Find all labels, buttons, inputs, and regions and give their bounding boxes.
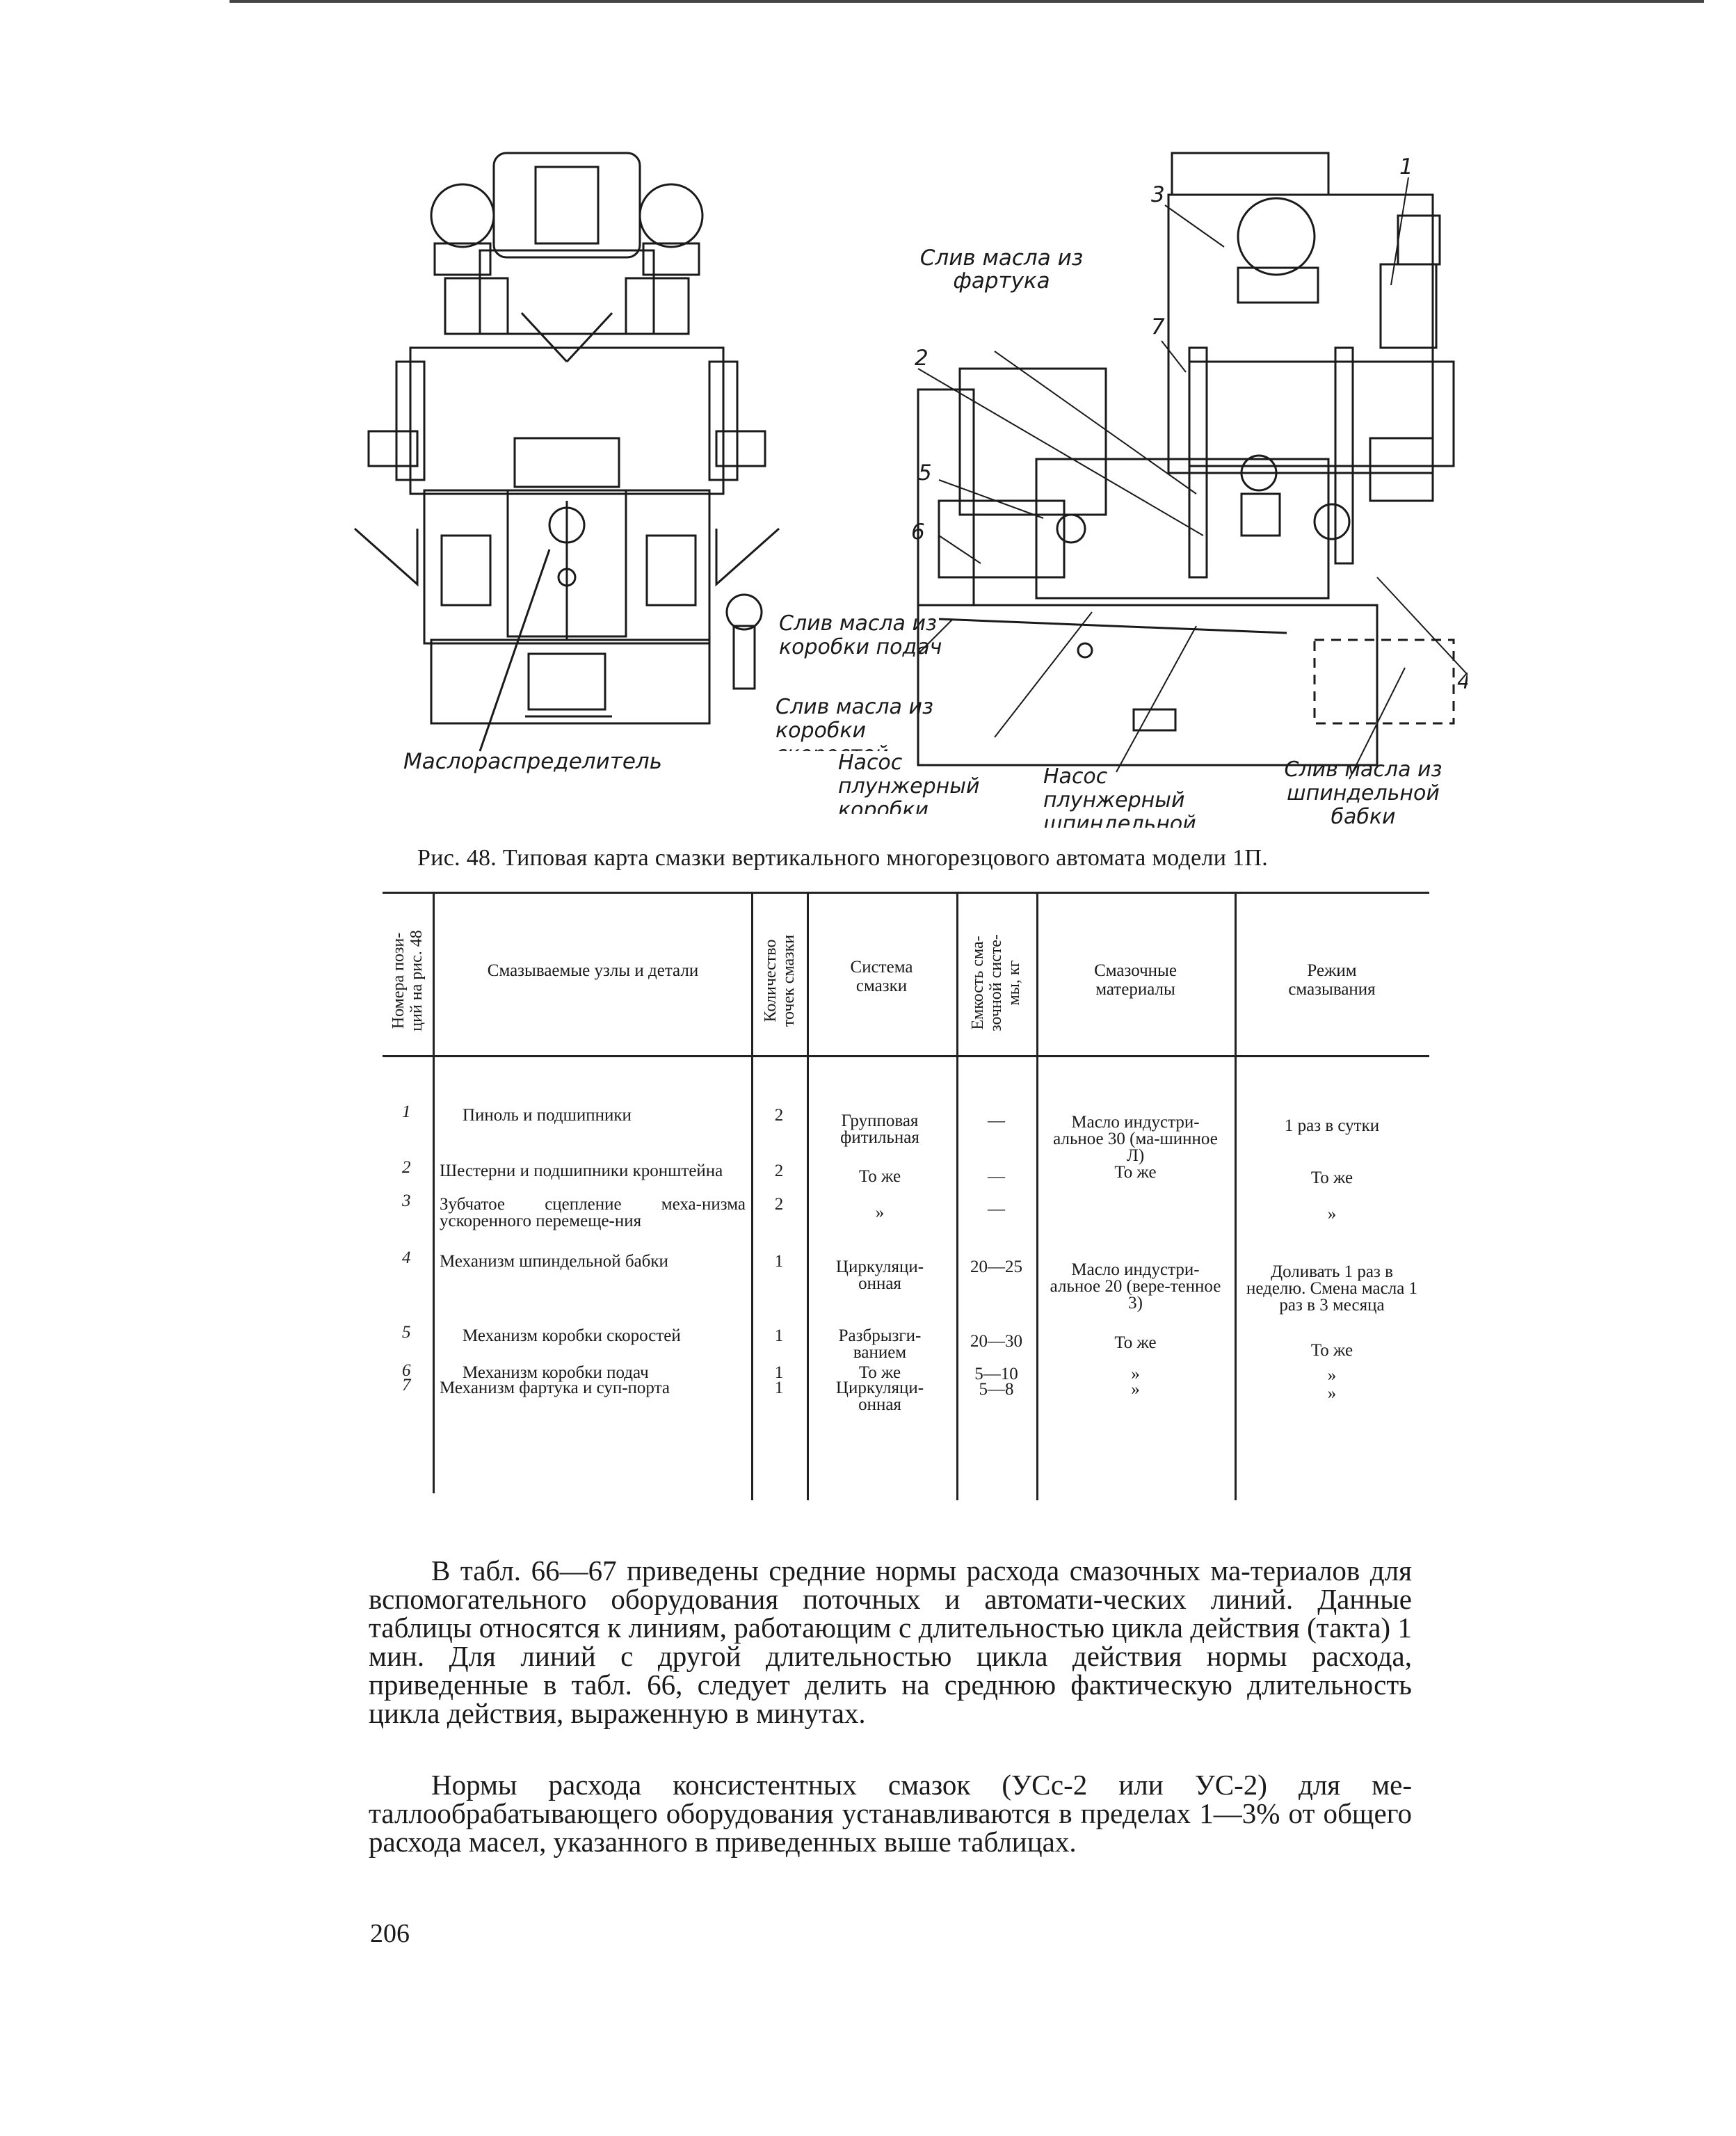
row6-capacity: 5—10 [974, 1365, 1018, 1383]
label-6: 6 [911, 520, 925, 545]
row4-points: 1 [774, 1252, 784, 1271]
row5-pos: 5 [402, 1323, 411, 1342]
label-pump-spindle-head: Насос плунжерный шпиндельной бабки [1043, 765, 1196, 828]
col-divider [1235, 892, 1237, 1500]
table-header-rule [383, 1055, 1429, 1057]
header-materials: Смазочные материалы [1094, 961, 1177, 999]
lubrication-table: Номера пози- ций на рис. 48 Смазываемые … [383, 892, 1429, 1500]
row6-pos: 6 [402, 1361, 411, 1380]
row6-parts: Механизм коробки подач [463, 1363, 649, 1382]
row4-materials: Масло индустри-альное 20 (вере-тенное 3) [1050, 1260, 1221, 1312]
row3-mode: » [1327, 1205, 1337, 1223]
row5-parts: Механизм коробки скоростей [463, 1326, 681, 1345]
label-drain-spindle-head: Слив масла из шпиндельной бабки [1284, 758, 1442, 829]
label-drain-apron: Слив масла из фартука [919, 247, 1084, 294]
label-oil-distributor: Маслораспределитель [403, 749, 662, 774]
row2-materials: То же [1114, 1163, 1157, 1182]
row3-capacity: — [988, 1200, 1005, 1219]
row6-mode: » [1327, 1366, 1337, 1385]
row2-points: 2 [774, 1162, 784, 1180]
row2-system: То же [858, 1167, 901, 1186]
left-machine-drawing [354, 152, 780, 752]
row5-points: 1 [774, 1326, 784, 1345]
row2-capacity: — [988, 1167, 1005, 1186]
row1-points: 2 [774, 1106, 784, 1125]
row4-mode: Доливать 1 раз в неделю. Смена масла 1 р… [1246, 1262, 1418, 1315]
row7-parts: Механизм фартука и суп-порта [440, 1379, 670, 1397]
col-divider [433, 892, 435, 1493]
row1-materials: Масло индустри-альное 30 (ма-шинное Л) [1053, 1113, 1218, 1165]
row7-points: 1 [774, 1379, 784, 1397]
figure-caption: Рис. 48. Типовая карта смазки вертикальн… [417, 845, 1268, 871]
label-drain-speed-box: Слив масла из коробки скоростей [775, 696, 933, 751]
row5-materials: То же [1114, 1333, 1157, 1352]
row4-parts: Механизм шпиндельной бабки [440, 1252, 668, 1271]
label-2: 2 [915, 346, 929, 371]
row2-parts: Шестерни и подшипники кронштейна [440, 1162, 723, 1180]
row5-mode: То же [1310, 1341, 1353, 1360]
label-drain-feed-box: Слив масла из коробки подач [779, 612, 942, 659]
label-1: 1 [1399, 154, 1413, 179]
row4-system: Циркуляци-онная [835, 1258, 924, 1293]
row3-parts: Зубчатое сцепление меха-низма ускоренног… [440, 1195, 746, 1230]
header-capacity: Емкость сма- зочной систе- мы, кг [969, 934, 1023, 1031]
row3-pos: 3 [402, 1191, 411, 1210]
col-divider [956, 892, 958, 1500]
row7-mode: » [1327, 1384, 1337, 1403]
row3-system: » [875, 1203, 885, 1222]
header-system: Система смазки [850, 958, 913, 995]
col-divider [807, 892, 809, 1500]
row2-pos: 2 [402, 1158, 411, 1177]
header-pos: Номера пози- ций на рис. 48 [389, 930, 426, 1031]
paragraph-1: В табл. 66—67 приведены средние нормы ра… [369, 1555, 1412, 1729]
row7-capacity: 5—8 [979, 1380, 1014, 1399]
row6-system: То же [858, 1363, 901, 1382]
row6-materials: » [1131, 1365, 1140, 1383]
page-number: 206 [370, 1919, 410, 1948]
lubrication-figure: Маслораспределитель [354, 152, 1468, 829]
row1-system: Групповая фитильная [840, 1111, 919, 1147]
paragraph-2: Нормы расхода консистентных смазок (УСс-… [369, 1769, 1412, 1858]
row5-system: Разбрызги-ванием [838, 1326, 922, 1362]
header-points: Количество точек смазки [762, 934, 798, 1027]
row2-mode: То же [1310, 1169, 1353, 1187]
row7-system: Циркуляци-онная [835, 1379, 924, 1414]
row7-pos: 7 [402, 1376, 411, 1395]
label-3: 3 [1151, 182, 1165, 207]
row4-pos: 4 [402, 1248, 411, 1267]
leader-lines [917, 177, 1468, 780]
row7-materials: » [1131, 1380, 1140, 1399]
header-mode: Режим смазывания [1288, 961, 1376, 999]
page-edge-line [230, 0, 1704, 3]
label-4: 4 [1457, 669, 1468, 694]
label-pump-speed-box: Насос плунжерный коробки скоростей [838, 751, 980, 814]
row1-mode: 1 раз в сутки [1284, 1116, 1380, 1135]
row1-capacity: — [988, 1111, 1005, 1130]
table-top-rule [383, 892, 1429, 894]
label-7: 7 [1151, 314, 1165, 339]
row5-capacity: 20—30 [970, 1332, 1022, 1351]
row6-points: 1 [774, 1363, 784, 1382]
row4-capacity: 20—25 [970, 1258, 1022, 1276]
row3-points: 2 [774, 1195, 784, 1214]
row1-parts: Пиноль и подшипники [463, 1106, 632, 1125]
right-machine-drawing [917, 152, 1455, 766]
header-parts: Смазываемые узлы и детали [487, 961, 699, 980]
col-divider [751, 892, 753, 1500]
label-5: 5 [918, 460, 932, 485]
col-divider [1036, 892, 1038, 1500]
row1-pos: 1 [402, 1102, 411, 1121]
